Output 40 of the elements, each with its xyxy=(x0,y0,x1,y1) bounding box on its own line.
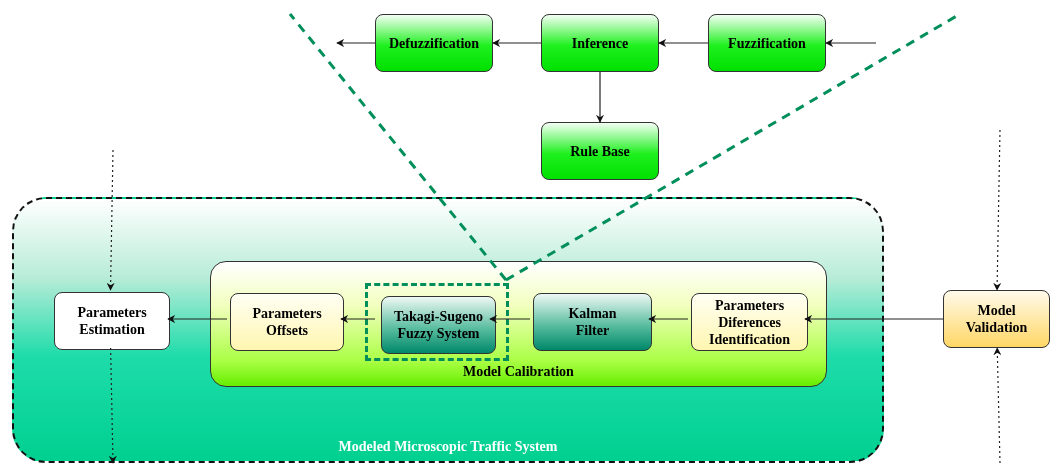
process-box xyxy=(708,14,826,72)
process-box xyxy=(54,292,170,350)
arrow xyxy=(489,315,531,323)
box-label: Parameters Estimation xyxy=(76,304,148,338)
arrow xyxy=(340,315,376,323)
arrow xyxy=(804,315,944,323)
box-label: Model Validation xyxy=(964,302,1029,336)
arrow xyxy=(336,39,376,47)
arrow xyxy=(658,39,709,47)
arrow xyxy=(648,315,689,323)
process-box xyxy=(541,14,659,72)
container-title: Model Calibration xyxy=(462,363,575,380)
box-label: Fuzzification xyxy=(727,34,807,52)
process-box xyxy=(533,293,652,351)
calibration-container xyxy=(210,261,827,387)
arrow xyxy=(108,347,117,464)
box-label: Parameters Diferences Identification xyxy=(708,296,791,348)
container-title: Modeled Microscopic Traffic System xyxy=(337,438,559,455)
zoom-guide-line xyxy=(288,13,508,281)
arrow xyxy=(492,39,542,47)
process-box xyxy=(691,293,808,351)
arrow xyxy=(596,71,604,123)
box-label: Parameters Offsets xyxy=(251,305,323,339)
arrow xyxy=(825,39,877,47)
box-label: Rule Base xyxy=(569,142,631,160)
arrow xyxy=(167,315,228,323)
system-container xyxy=(12,197,884,463)
box-label: Inference xyxy=(570,34,630,52)
box-label: Defuzzification xyxy=(387,34,481,52)
arrow xyxy=(993,129,1002,291)
box-label: Kalman Filter xyxy=(567,305,618,339)
process-box xyxy=(943,290,1050,348)
zoom-frame xyxy=(365,283,509,361)
box-label: Takagi-Sugeno Fuzzy System xyxy=(393,308,484,342)
process-box xyxy=(541,122,659,180)
process-box xyxy=(381,296,496,354)
arrow xyxy=(106,149,115,291)
arrow xyxy=(993,347,1002,464)
process-box xyxy=(230,293,344,351)
process-box xyxy=(375,14,493,72)
